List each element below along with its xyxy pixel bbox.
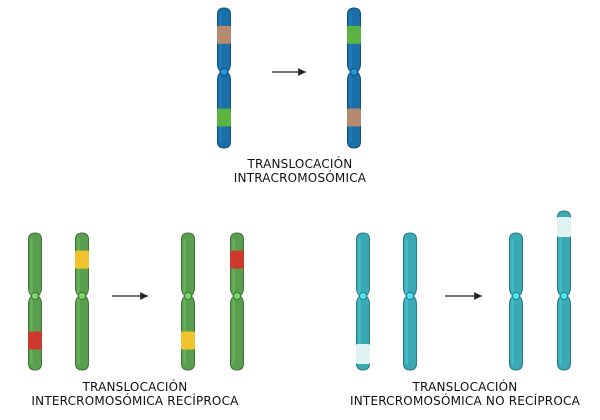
centromere — [559, 291, 569, 301]
chromosome-highlight — [349, 14, 352, 142]
centromere — [358, 291, 368, 301]
chromosome-highlight — [30, 239, 33, 364]
centromere — [77, 291, 87, 301]
caption-line-2: INTERCROMOSÓMICA NO RECÍPROCA — [350, 394, 580, 408]
chromosome-highlight — [511, 239, 514, 364]
chromosome-before-1-0 — [28, 232, 42, 371]
centromere — [232, 291, 242, 301]
chromosome-before-0-0 — [217, 7, 231, 149]
centromere — [405, 291, 415, 301]
chromosome-highlight — [183, 239, 186, 364]
chromosome-highlight — [405, 239, 408, 364]
translocated-segment — [347, 25, 361, 44]
caption-line-2: INTRACROMOSÓMICA — [233, 171, 367, 185]
translocated-segment — [217, 25, 231, 44]
caption-intrachromosomal: TRANSLOCACIÓN INTRACROMOSÓMICA — [175, 157, 425, 185]
caption-line-2: INTERCROMOSÓMICA RECÍPROCA — [31, 394, 239, 408]
chromosome-after-1-1 — [230, 232, 244, 371]
chromosome-highlight — [232, 239, 235, 364]
translocated-segment — [181, 331, 195, 350]
caption-line-1: TRANSLOCACIÓN — [82, 380, 188, 394]
chromosome-after-2-0 — [509, 232, 523, 371]
centromere — [511, 291, 521, 301]
chromosome-body — [403, 232, 417, 371]
chromosome-highlight — [77, 239, 80, 364]
chromosome-before-1-1 — [75, 232, 89, 371]
caption-line-1: TRANSLOCACIÓN — [247, 157, 353, 171]
translocated-segment — [217, 108, 231, 127]
translocated-segment — [557, 217, 571, 237]
centromere — [30, 291, 40, 301]
translocated-segment — [75, 250, 89, 269]
chromosome-after-1-0 — [181, 232, 195, 371]
chromosome-highlight — [358, 239, 361, 364]
chromosome-before-2-0 — [356, 232, 370, 371]
centromere — [219, 67, 229, 77]
chromosome-after-0-0 — [347, 7, 361, 149]
chromosome-highlight — [219, 14, 222, 142]
chromosome-after-2-1 — [557, 210, 571, 371]
caption-nonreciprocal: TRANSLOCACIÓN INTERCROMOSÓMICA NO RECÍPR… — [335, 380, 595, 408]
chromosome-highlight — [559, 217, 562, 364]
translocated-segment — [356, 344, 370, 364]
translocated-segment — [347, 108, 361, 127]
caption-reciprocal: TRANSLOCACIÓN INTERCROMOSÓMICA RECÍPROCA — [10, 380, 260, 408]
centromere — [183, 291, 193, 301]
centromere — [349, 67, 359, 77]
caption-line-1: TRANSLOCACIÓN — [412, 380, 518, 394]
translocated-segment — [230, 250, 244, 269]
chromosome-body — [509, 232, 523, 371]
chromosome-before-2-1 — [403, 232, 417, 371]
translocated-segment — [28, 331, 42, 350]
